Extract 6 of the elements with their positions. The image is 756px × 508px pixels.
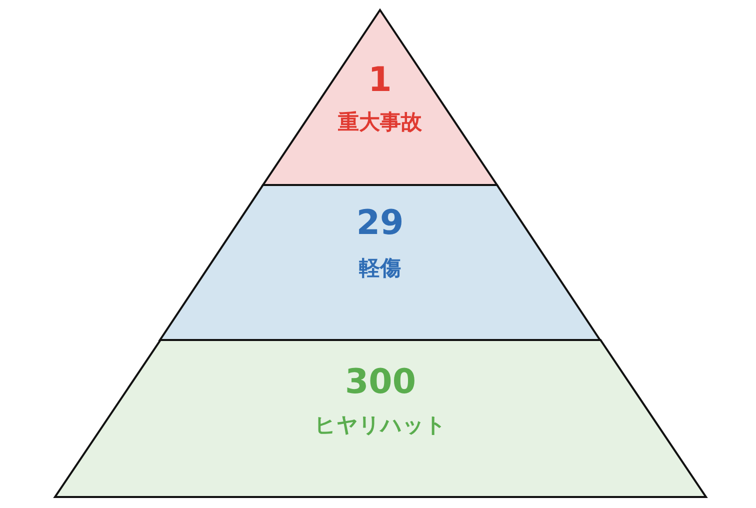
level-label: 重大事故 — [338, 110, 422, 134]
level-label: ヒヤリハット — [314, 413, 446, 437]
level-label: 軽傷 — [359, 256, 401, 280]
count-number: 29 — [356, 203, 404, 243]
count-number: 1 — [368, 60, 392, 100]
count-number: 300 — [345, 362, 416, 402]
